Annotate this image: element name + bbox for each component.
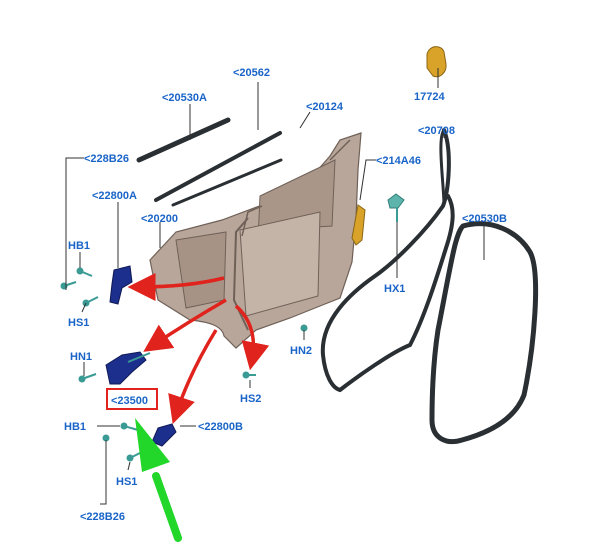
fastener-HS2 xyxy=(242,371,256,379)
fastener-HX1 xyxy=(387,193,405,222)
label-HN1: HN1 xyxy=(70,351,92,363)
label-17724: 17724 xyxy=(414,91,445,103)
bumper-17724 xyxy=(426,46,447,78)
label-20200: <20200 xyxy=(141,213,178,225)
arrow-to-hinge-22800B xyxy=(168,329,218,424)
leader-lines xyxy=(65,68,485,505)
fastener-HB1-top xyxy=(76,267,93,277)
label-HS1-bottom: HS1 xyxy=(116,476,137,488)
handle-214A46 xyxy=(351,204,366,246)
check-strap-23500 xyxy=(105,351,151,385)
label-22800B: <22800B xyxy=(198,421,243,433)
label-20562: <20562 xyxy=(233,67,270,79)
fastener-HN1 xyxy=(78,373,97,383)
label-228B26-top: <228B26 xyxy=(84,153,129,165)
label-HS1-top: HS1 xyxy=(68,317,89,329)
highlight-box-23500 xyxy=(106,388,158,410)
label-20530B: <20530B xyxy=(462,213,507,225)
fastener-HN2 xyxy=(300,324,308,332)
fastener-HB1-bottom xyxy=(120,422,139,431)
glass-run-20530A xyxy=(136,117,231,163)
label-HS2: HS2 xyxy=(240,393,261,405)
green-pointer-arrow xyxy=(135,418,182,542)
label-HX1: HX1 xyxy=(384,283,405,295)
label-HN2: HN2 xyxy=(290,345,312,357)
fastener-HS1-bottom-a xyxy=(102,434,110,442)
arrow-to-hinge-22800A xyxy=(127,272,225,301)
label-20708: <20708 xyxy=(418,125,455,137)
hinge-22800B xyxy=(151,423,177,447)
door-seal-20530B xyxy=(429,221,539,445)
belt-molding-20562 xyxy=(154,131,282,202)
callout-labels: <20562 <20530A <20124 17724 <20708 <228B… xyxy=(64,67,507,523)
hinge-22800A xyxy=(109,265,133,305)
label-23500: <23500 xyxy=(111,395,148,407)
label-228B26-bottom: <228B26 xyxy=(80,511,125,523)
door-seal-20708 xyxy=(320,128,455,393)
arrow-to-check-strap xyxy=(143,298,227,352)
red-arrows xyxy=(127,272,270,424)
label-HB1-top: HB1 xyxy=(68,240,90,252)
arrow-to-HS2 xyxy=(234,304,270,371)
label-20124: <20124 xyxy=(306,101,344,113)
fastener-HS1-top-a xyxy=(60,281,77,290)
label-22800A: <22800A xyxy=(92,190,137,202)
label-20530A: <20530A xyxy=(162,92,207,104)
label-HB1-bottom: HB1 xyxy=(64,421,86,433)
label-214A46: <214A46 xyxy=(376,155,421,167)
